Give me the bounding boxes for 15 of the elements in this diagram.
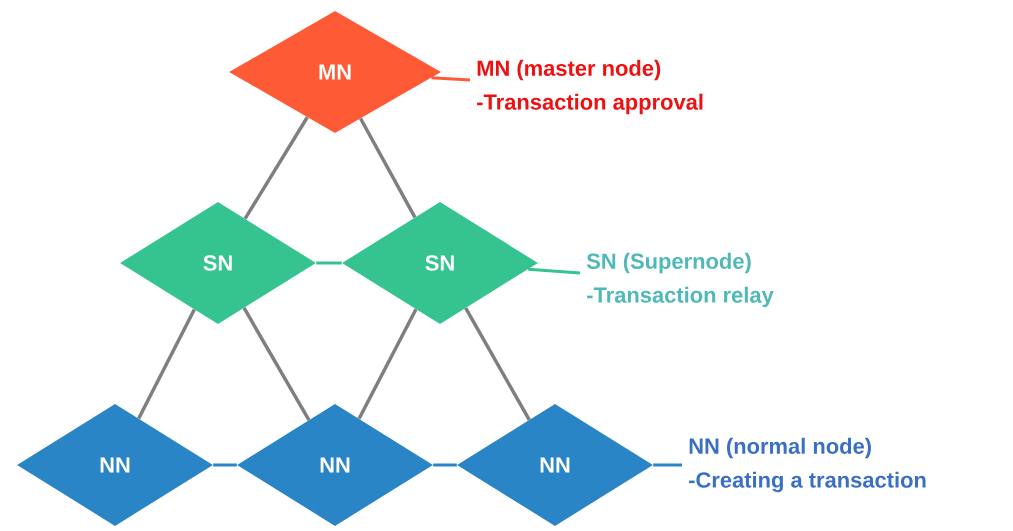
connector-line [433,463,457,467]
connector-line [357,308,418,420]
connector-line [359,117,417,219]
connector-line [528,267,581,275]
connector-line [243,116,309,220]
connector-line [137,308,196,420]
node-description: NN (normal node) -Creating a transaction [689,437,926,493]
connector-line [213,463,237,467]
node-description: SN (Supernode) -Transaction relay [586,252,774,308]
connector-line [316,261,342,265]
connector-line [653,463,682,467]
connector-line [431,76,471,82]
connector-line [464,307,531,421]
connector-line [242,307,311,421]
node-description: MN (master node) -Transaction approval [477,59,703,115]
